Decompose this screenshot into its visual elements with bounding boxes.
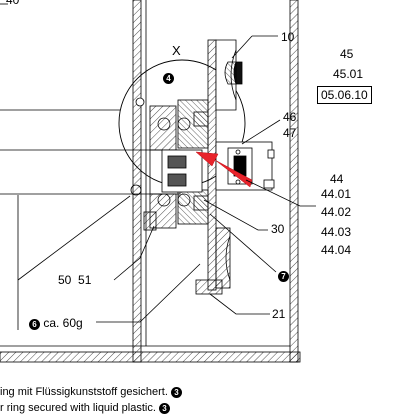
note-german-text: ing mit Flüssigkunststoff gesichert.: [0, 386, 168, 398]
label-10: 10: [281, 30, 295, 44]
badge-3-german: 3: [170, 387, 182, 398]
lower-pulley: [195, 227, 231, 295]
hub-assembly: [130, 97, 209, 231]
badge-4: 4: [163, 70, 174, 84]
note-english: r ring secured with liquid plastic. 3: [0, 402, 170, 415]
label-46: 46: [283, 110, 297, 124]
label-40: 40: [6, 0, 20, 7]
badge-6: 6: [29, 319, 40, 330]
label-44-03: 44.03: [321, 225, 352, 239]
leader-lines: [17, 35, 316, 330]
date-box: 05.06.10: [317, 86, 372, 104]
badge-7: 7: [278, 268, 289, 282]
label-44-02: 44.02: [321, 205, 352, 219]
label-30: 30: [271, 222, 285, 236]
label-45-01: 45.01: [333, 67, 364, 81]
note-english-text: r ring secured with liquid plastic.: [0, 402, 156, 414]
weight-label: 6 ca. 60g: [29, 316, 83, 330]
upper-pulley: [215, 39, 243, 111]
label-45: 45: [340, 47, 354, 61]
weight-value: ca. 60g: [43, 316, 83, 330]
note-german: ing mit Flüssigkunststoff gesichert. 3: [0, 386, 182, 399]
label-47: 47: [283, 126, 297, 140]
red-arrow: [195, 151, 253, 188]
label-detail-x: X: [172, 43, 181, 58]
label-44: 44: [330, 172, 344, 186]
label-44-04: 44.04: [321, 243, 352, 257]
badge-3-english: 3: [158, 403, 170, 414]
frame-walls: [0, 0, 301, 363]
label-21: 21: [272, 307, 286, 321]
label-44-01: 44.01: [321, 187, 352, 201]
label-50-51: 50 51: [58, 273, 92, 287]
